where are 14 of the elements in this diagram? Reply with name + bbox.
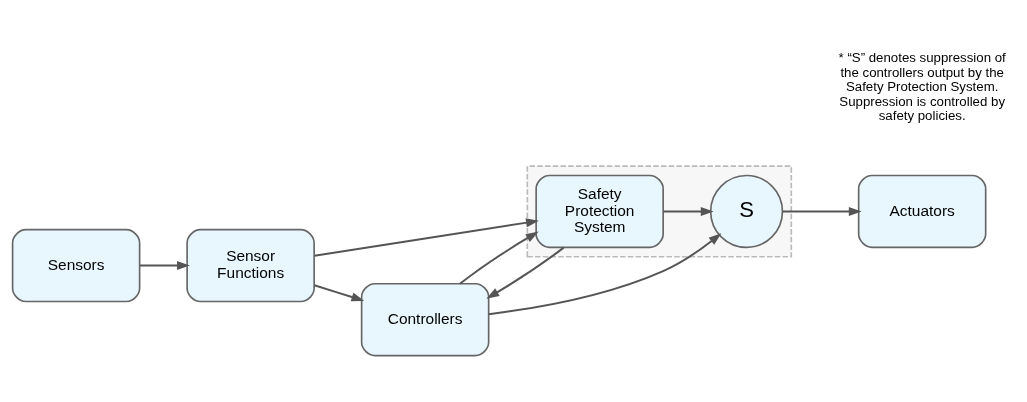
label: * “S” denotes suppression of the controllers output by the Safety Protection System. Suppression is controlled by safety policies.: [838, 49, 1006, 123]
node-box: Sensor Functions: [186, 228, 315, 302]
node-box: Sensors: [11, 228, 141, 302]
arrow: [313, 283, 365, 301]
arrow: [313, 217, 539, 257]
arrow: [781, 206, 862, 216]
arrow: [486, 246, 565, 299]
arrow: [138, 260, 190, 270]
node-box: Controllers: [360, 282, 490, 356]
node-box: Safety Protection System: [535, 174, 664, 248]
node-box: Actuators: [857, 174, 987, 248]
arrow: [458, 231, 539, 285]
arrow: [662, 206, 714, 216]
arrow: [487, 232, 722, 315]
